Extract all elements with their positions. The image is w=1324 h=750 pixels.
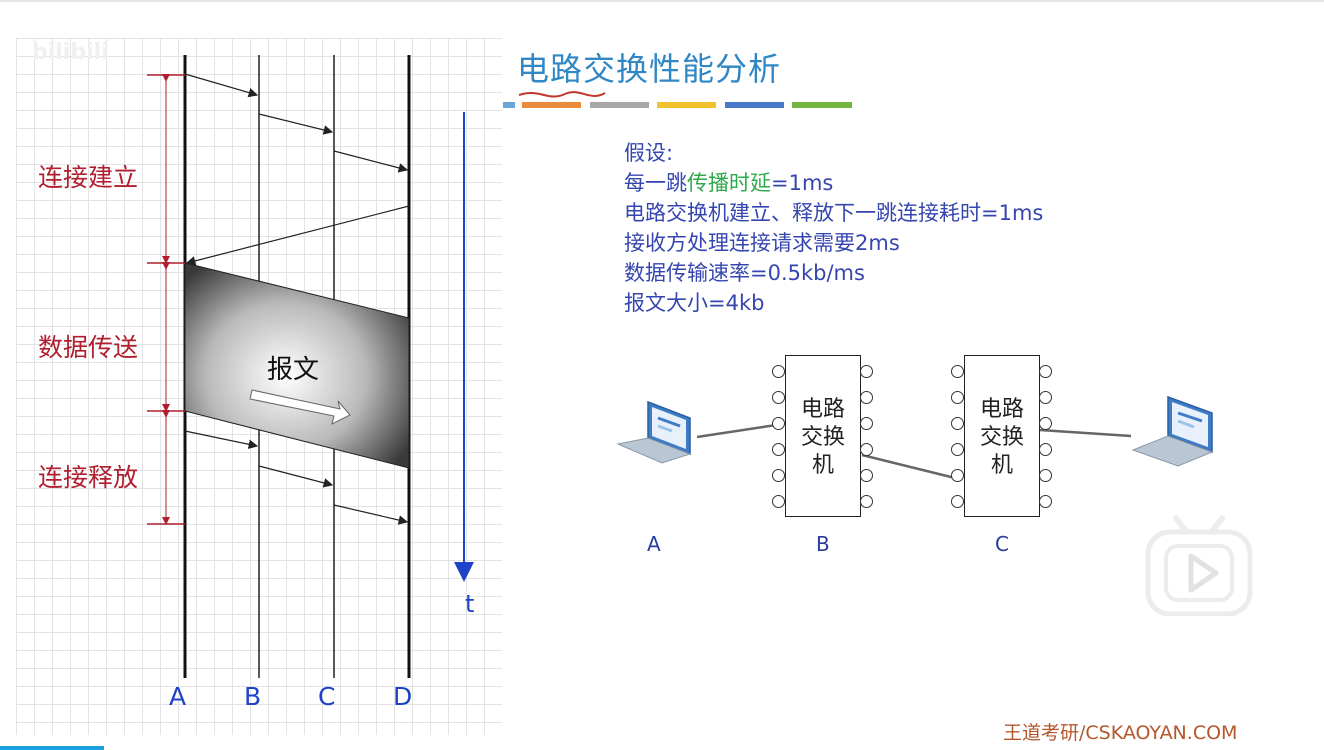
laptop-icon [1131,395,1214,467]
circuit-switch-b: 电路 交换 机 [785,355,861,517]
accent-bar-6 [792,102,852,108]
node-label-b: B [816,532,830,556]
port-icon [860,443,873,456]
message-block [184,262,410,469]
assumption-1-suffix: =1ms [771,171,834,195]
port-icon [860,417,873,430]
release-arrow-bc [258,465,334,488]
assumptions-header: 假设: [624,141,674,165]
port-icon [1039,391,1052,404]
column-label-c: C [318,682,336,711]
assumption-line-4: 数据传输速率=0.5kb/ms [624,261,865,285]
accent-bar-5 [725,102,784,108]
release-arrow-ab [184,430,259,449]
port-icon [951,417,964,430]
accent-bar-2 [522,102,581,108]
column-label-b: B [244,682,262,711]
accent-bar-3 [590,102,649,108]
switch-label-line: 交换 [979,425,1024,450]
switch-label-line: 交换 [800,425,845,450]
accent-bar-1 [503,102,515,108]
port-icon [772,443,785,456]
message-arrow-icon [249,389,351,425]
port-icon [951,443,964,456]
setup-arrow-bc [258,113,334,135]
port-icon [772,391,785,404]
port-icon [1039,469,1052,482]
assumption-line-1: 每一跳传播时延=1ms [624,168,1043,198]
message-label: 报文 [267,355,320,385]
circuit-switch-c: 电路 交换 机 [964,355,1040,517]
switch-label-line: 机 [990,453,1013,478]
port-icon [860,469,873,482]
link-b-c [861,453,956,480]
watermark: bilibili [32,40,109,65]
port-icon [951,469,964,482]
port-icon [772,495,785,508]
phase-label-setup: 连接建立 [38,163,139,192]
progress-indicator [0,746,104,750]
port-icon [1039,443,1052,456]
ack-arrow-da [185,205,410,266]
port-icon [772,365,785,378]
laptop-icon [616,400,692,464]
assumption-line-2: 电路交换机建立、释放下一跳连接耗时=1ms [624,201,1044,225]
port-icon [860,391,873,404]
time-axis-label: t [465,590,475,618]
setup-arrow-ab [184,73,259,98]
switch-label-line: 机 [811,453,834,478]
column-label-d: D [393,682,413,711]
assumption-line-3: 接收方处理连接请求需要2ms [624,231,900,255]
top-border [0,0,1324,2]
assumptions-block: 假设: 每一跳传播时延=1ms 电路交换机建立、释放下一跳连接耗时=1ms 接收… [624,138,1043,318]
port-icon [772,469,785,482]
port-icon [1039,417,1052,430]
title-underline-squiggle [518,91,606,98]
release-arrow-cd [333,504,409,525]
port-icon [1039,495,1052,508]
port-icon [772,417,785,430]
switch-label-line: 电路 [979,397,1024,422]
link-a-b [696,423,777,439]
page-title: 电路交换性能分析 [517,50,782,88]
node-label-c: C [995,532,1009,556]
play-icon[interactable] [1144,512,1254,616]
phase-label-transfer: 数据传送 [38,333,139,362]
phase-label-release: 连接释放 [38,463,139,492]
assumption-line-5: 报文大小=4kb [624,291,765,315]
port-icon [860,365,873,378]
port-icon [1039,365,1052,378]
column-label-a: A [169,682,187,711]
node-label-a: A [647,532,661,556]
assumption-1-highlight: 传播时延 [687,171,771,195]
port-icon [951,365,964,378]
port-icon [951,495,964,508]
switch-label-line: 电路 [800,397,845,422]
setup-arrow-cd [333,150,409,173]
assumption-1-prefix: 每一跳 [624,171,687,195]
accent-bar-4 [657,102,716,108]
port-icon [860,495,873,508]
footer-credit: 王道考研/CSKAOYAN.COM [1003,722,1238,744]
link-c-d [1039,428,1132,438]
port-icon [951,391,964,404]
